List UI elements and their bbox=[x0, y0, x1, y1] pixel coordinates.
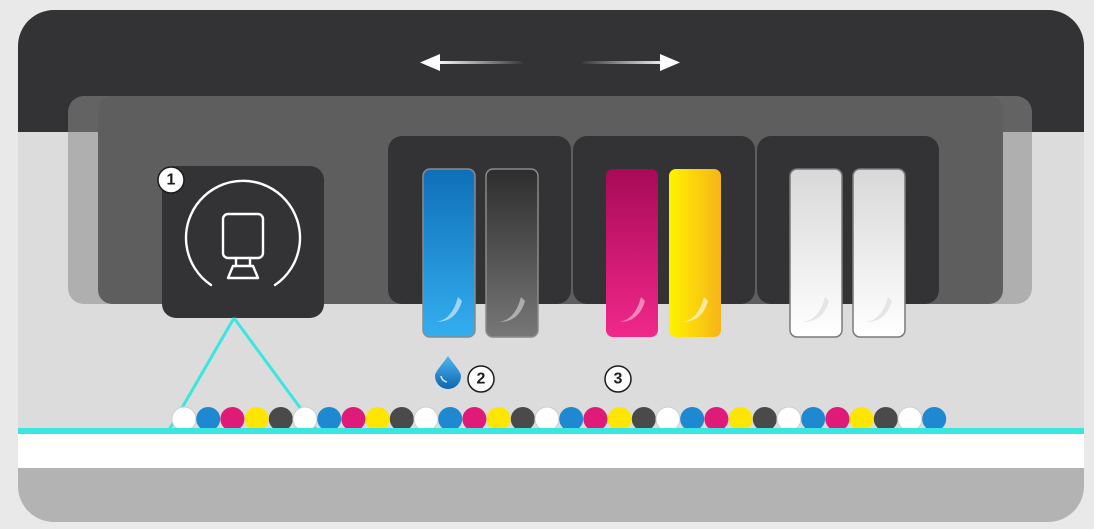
marker-1: 1 bbox=[158, 167, 184, 193]
ink-dot-yellow bbox=[487, 407, 511, 431]
ink-dot-cyan bbox=[801, 407, 825, 431]
ink-dot-cyan bbox=[559, 407, 583, 431]
ink-dot-white bbox=[898, 407, 922, 431]
ink-dot-white bbox=[293, 407, 317, 431]
uv-cure-line bbox=[18, 428, 1084, 434]
ink-dot-cyan bbox=[317, 407, 341, 431]
ink-dot-magenta bbox=[825, 407, 849, 431]
cartridge-holder-magenta-yellow bbox=[573, 136, 755, 304]
ink-dot-black bbox=[753, 407, 777, 431]
ink-dot-magenta bbox=[462, 407, 486, 431]
ink-dot-black bbox=[269, 407, 293, 431]
ink-dot-white bbox=[414, 407, 438, 431]
cartridge-cyan bbox=[423, 169, 475, 337]
cartridge-black bbox=[486, 169, 538, 337]
ink-dot-magenta bbox=[704, 407, 728, 431]
marker-1-label: 1 bbox=[167, 172, 176, 189]
ink-dot-black bbox=[632, 407, 656, 431]
ink-dot-magenta bbox=[341, 407, 365, 431]
cartridge-white-1 bbox=[790, 169, 842, 337]
ink-dot-white bbox=[172, 407, 196, 431]
cartridge-holder-white bbox=[757, 136, 939, 304]
ink-dot-cyan bbox=[196, 407, 220, 431]
ink-dot-cyan bbox=[438, 407, 462, 431]
ink-dot-yellow bbox=[245, 407, 269, 431]
marker-3-label: 3 bbox=[614, 371, 623, 388]
marker-3: 3 bbox=[605, 366, 631, 392]
ink-dot-yellow bbox=[850, 407, 874, 431]
ink-dot-cyan bbox=[922, 407, 946, 431]
ink-dot-yellow bbox=[366, 407, 390, 431]
ink-dot-white bbox=[777, 407, 801, 431]
ink-dot-magenta bbox=[220, 407, 244, 431]
ink-dot-black bbox=[874, 407, 898, 431]
ink-dot-yellow bbox=[608, 407, 632, 431]
ink-dot-black bbox=[390, 407, 414, 431]
ink-dot-cyan bbox=[680, 407, 704, 431]
ink-dot-black bbox=[511, 407, 535, 431]
cartridge-magenta bbox=[606, 169, 658, 337]
marker-2-label: 2 bbox=[477, 371, 486, 388]
cartridge-yellow bbox=[669, 169, 721, 337]
cartridge-holder-cyan-black bbox=[388, 136, 571, 304]
ink-dot-yellow bbox=[729, 407, 753, 431]
ink-dot-magenta bbox=[583, 407, 607, 431]
cartridge-white-2 bbox=[853, 169, 905, 337]
ink-dot-white bbox=[656, 407, 680, 431]
print-substrate bbox=[18, 434, 1084, 468]
marker-2: 2 bbox=[468, 366, 494, 392]
ink-dot-white bbox=[535, 407, 559, 431]
printer-base bbox=[18, 468, 1084, 528]
